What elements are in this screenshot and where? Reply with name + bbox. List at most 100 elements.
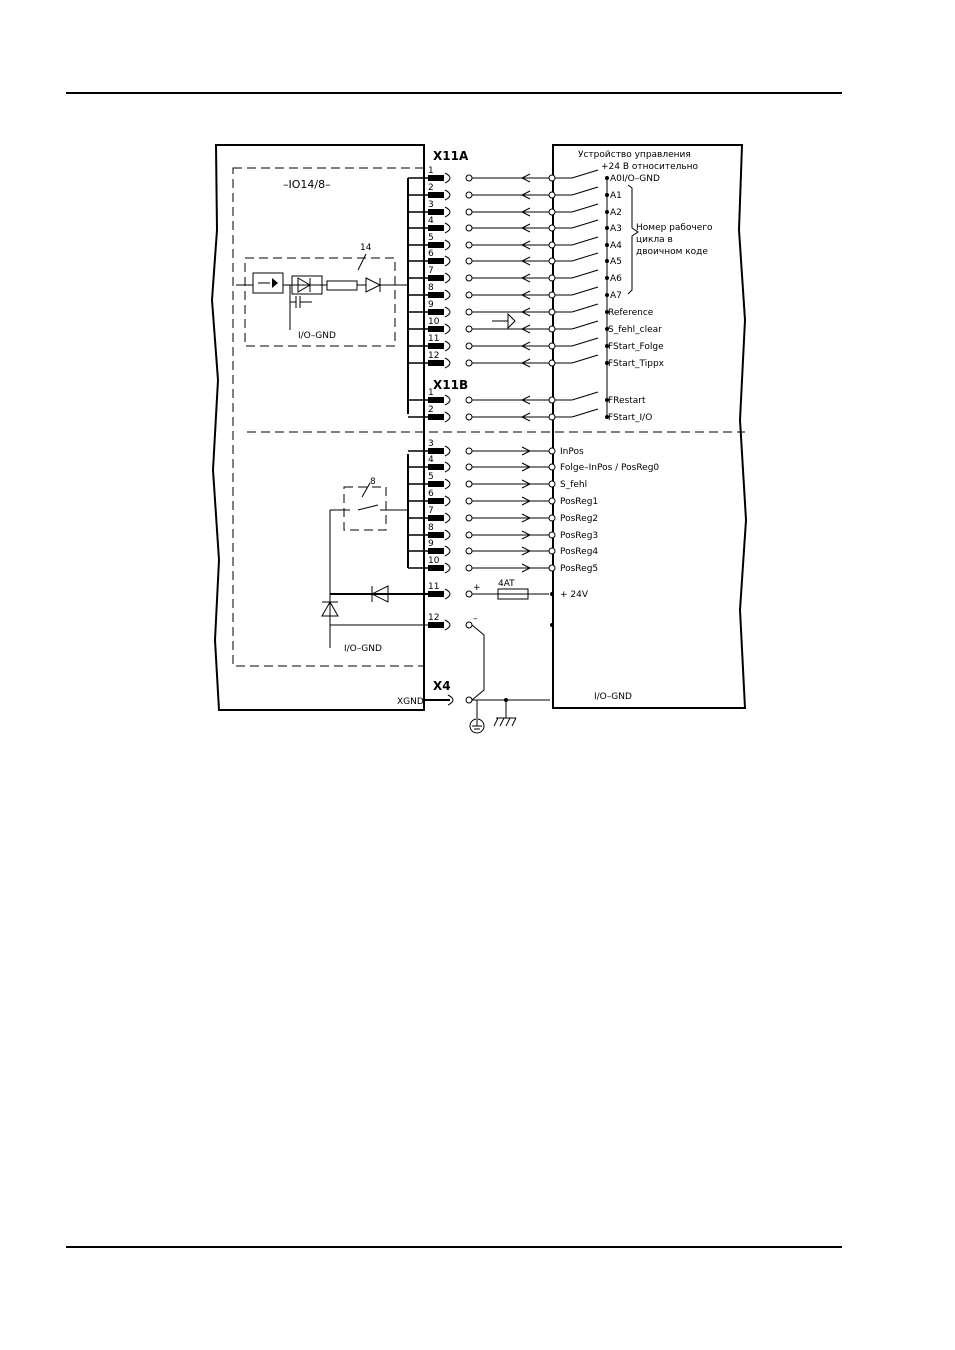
arrow-right-icon	[521, 496, 532, 506]
signal-label: A6	[610, 274, 622, 284]
signal-label: A5	[610, 257, 622, 267]
terminal	[548, 480, 556, 488]
pin-contact	[428, 565, 444, 571]
pin-contact	[428, 258, 444, 264]
terminal	[548, 325, 556, 333]
signal-label: + 24V	[560, 590, 589, 600]
arrow-left-icon	[520, 358, 531, 368]
terminal	[548, 208, 556, 216]
terminal	[465, 241, 473, 249]
pin-number: 6	[428, 249, 434, 259]
minus-label: –	[473, 614, 478, 624]
arrow-right-icon	[521, 446, 532, 456]
terminal	[548, 497, 556, 505]
terminal	[548, 463, 556, 471]
signal-label: A0	[610, 174, 622, 184]
resistor	[326, 280, 358, 291]
terminal	[548, 191, 556, 199]
drive-box	[210, 144, 425, 711]
pin-contact	[428, 515, 444, 521]
pin-number: 4	[428, 455, 434, 465]
terminal	[548, 291, 556, 299]
pin-contact	[428, 464, 444, 470]
pin-socket	[444, 239, 451, 251]
switch-contact	[571, 236, 599, 246]
terminal	[465, 480, 473, 488]
terminal	[465, 621, 473, 629]
terminal	[465, 359, 473, 367]
pin-socket	[444, 411, 451, 423]
pin-socket	[444, 306, 451, 318]
terminal	[548, 274, 556, 282]
control-unit-box	[552, 144, 748, 709]
arrow-right-icon	[521, 563, 532, 573]
terminal	[465, 531, 473, 539]
binary-brace	[627, 184, 639, 295]
pin-number: 1	[428, 388, 434, 398]
arrow-right-icon	[521, 479, 532, 489]
pin-number: 7	[428, 506, 434, 516]
pin-contact	[428, 498, 444, 504]
terminal	[548, 447, 556, 455]
pin-contact	[428, 192, 444, 198]
pin-socket	[444, 206, 451, 218]
pin-number: 11	[428, 582, 439, 592]
callout-14: 14	[360, 243, 372, 253]
pin-number: 9	[428, 300, 434, 310]
terminal	[548, 224, 556, 232]
earth-ground-icon	[469, 718, 485, 734]
arrow-left-icon	[520, 190, 531, 200]
terminal	[465, 274, 473, 282]
arrow-left-icon	[520, 341, 531, 351]
signal-label: A7	[610, 291, 622, 301]
signal-label: S_fehl	[560, 480, 587, 490]
output-circuit-frame	[343, 486, 387, 531]
pin-number: 10	[428, 317, 440, 327]
switch-contact	[571, 286, 599, 296]
pin-number: 12	[428, 613, 439, 623]
terminal	[465, 257, 473, 265]
terminal	[465, 342, 473, 350]
arrow-left-icon	[520, 412, 531, 422]
pin-contact	[428, 209, 444, 215]
pin-number: 2	[428, 405, 434, 415]
pin-contact	[428, 448, 444, 454]
pin-rows: 1A02A13A24A35A46A57A68A79Reference10S_fe…	[408, 166, 665, 631]
terminal	[465, 396, 473, 404]
terminal	[465, 497, 473, 505]
signal-label: A3	[610, 224, 622, 234]
arrow-right-icon	[521, 462, 532, 472]
binary-note-2: цикла в	[636, 235, 673, 245]
pin-number: 8	[428, 523, 434, 533]
terminal	[548, 396, 556, 404]
optocoupler	[252, 272, 284, 294]
pin-socket	[444, 222, 451, 234]
pin-number: 4	[428, 216, 434, 226]
signal-label: PosReg4	[560, 547, 598, 557]
pin-number: 6	[428, 489, 434, 499]
pin-socket	[444, 289, 451, 301]
switch-contact	[571, 269, 599, 279]
fuse-label: 4AT	[498, 579, 515, 589]
signal-label: PosReg2	[560, 514, 598, 524]
switch-contact	[571, 219, 599, 229]
pin-contact	[428, 275, 444, 281]
pin-contact	[428, 343, 444, 349]
arrow-right-icon	[521, 513, 532, 523]
pin-contact	[428, 175, 444, 181]
arrow-left-icon	[520, 256, 531, 266]
pin-contact	[428, 397, 444, 403]
terminal	[465, 547, 473, 555]
signal-label: A1	[610, 191, 622, 201]
pin-socket	[444, 272, 451, 284]
switch-contact	[571, 337, 599, 347]
node-dot	[550, 623, 554, 627]
signal-label: FStart_Tippx	[608, 359, 665, 369]
signal-label: Reference	[608, 308, 654, 318]
pin-contact	[428, 591, 444, 597]
plus-label: +	[473, 583, 481, 593]
signal-label: PosReg3	[560, 531, 598, 541]
terminal	[465, 590, 473, 598]
switch-contact	[571, 303, 599, 313]
terminal	[548, 257, 556, 265]
